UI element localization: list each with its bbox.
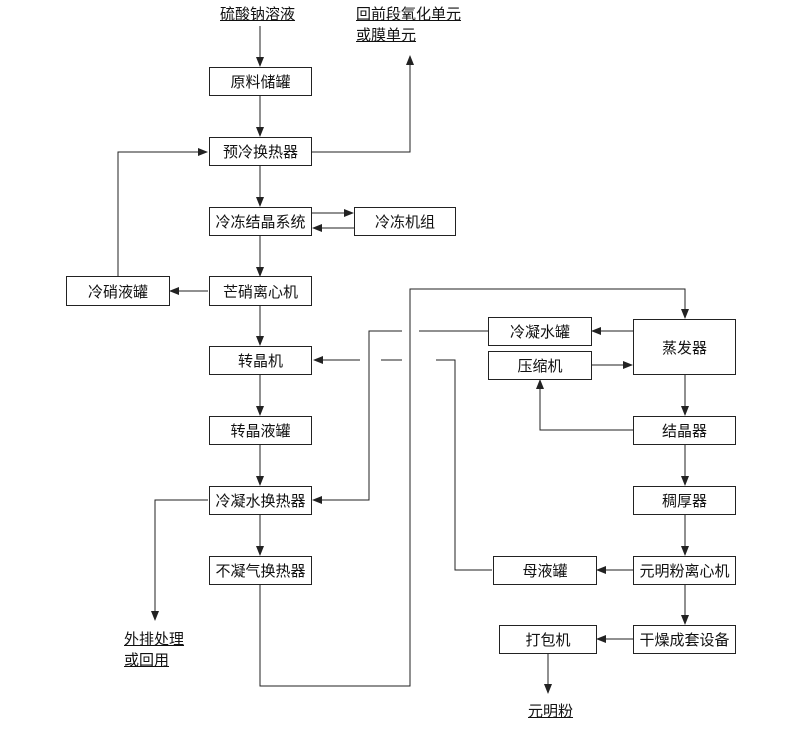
discharge-label: 外排处理 或回用 xyxy=(124,630,185,669)
product-label: 元明粉 xyxy=(528,702,574,720)
mother-liquor-tank: 母液罐 xyxy=(493,556,597,585)
arrow-precool-to-return xyxy=(312,55,414,153)
cold-mirabilite-liquor-tank: 冷硝液罐 xyxy=(66,276,170,306)
freeze-crystallization-system: 冷冻结晶系统 xyxy=(209,207,312,236)
mirabilite-centrifuge: 芒硝离心机 xyxy=(209,276,312,306)
arrow-crystallizer-to-compressor xyxy=(536,379,633,431)
crystallizer: 结晶器 xyxy=(633,416,736,445)
arrow-cond-tank-to-cond-hx xyxy=(312,330,402,504)
transcrystallization-liquor-tank: 转晶液罐 xyxy=(209,416,312,445)
packing-machine: 打包机 xyxy=(499,625,597,654)
arrow-cond-hx-to-discharge xyxy=(151,499,208,621)
raw-material-tank: 原料储罐 xyxy=(209,67,312,96)
noncondensable-gas-heat-exchanger: 不凝气换热器 xyxy=(209,556,312,585)
line-mother-tank-route xyxy=(436,359,492,571)
transcrystallizer: 转晶机 xyxy=(209,346,312,375)
arrow-noncond-to-evaporator xyxy=(259,288,689,687)
condensate-heat-exchanger: 冷凝水换热器 xyxy=(209,486,312,515)
evaporator: 蒸发器 xyxy=(633,319,736,375)
precool-heat-exchanger: 预冷换热器 xyxy=(209,137,312,166)
chiller-unit: 冷冻机组 xyxy=(354,207,456,236)
drying-equipment-set: 干燥成套设备 xyxy=(633,625,736,654)
condensate-tank: 冷凝水罐 xyxy=(488,317,592,346)
compressor: 压缩机 xyxy=(488,351,592,380)
return-destination-label: 回前段氧化单元 或膜单元 xyxy=(356,5,462,44)
thickener: 稠厚器 xyxy=(633,486,736,515)
feed-label: 硫酸钠溶液 xyxy=(220,5,296,23)
arrow-cold-tank-to-precool xyxy=(117,148,208,276)
anhydrous-sodium-sulfate-centrifuge: 元明粉离心机 xyxy=(633,556,736,585)
